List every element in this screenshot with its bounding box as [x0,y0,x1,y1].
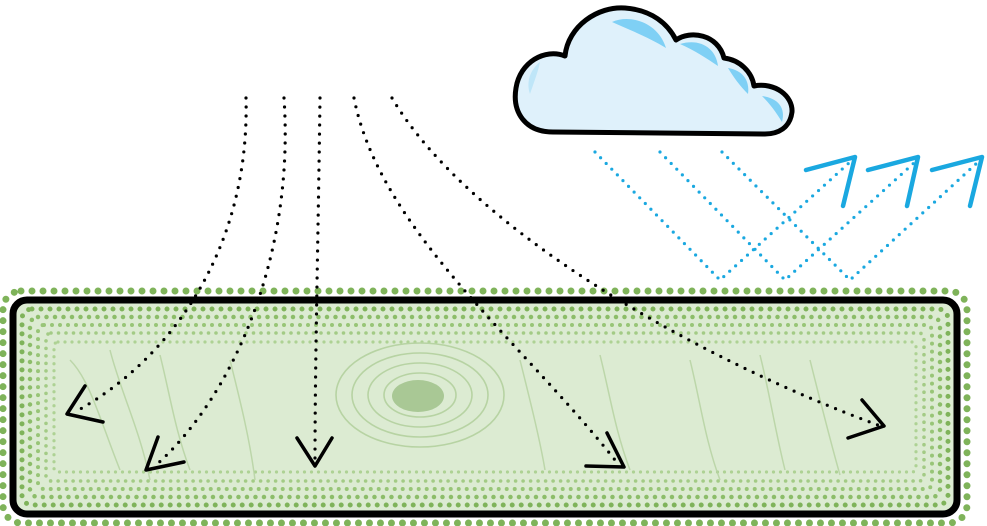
reflected-ray [658,150,917,283]
dotted-arrow-icon [65,384,105,424]
ground-outer-dots [0,287,971,526]
dotted-arrow-icon [144,435,186,472]
cloud-body [512,5,795,137]
cloud-icon [512,5,795,137]
reflected-arrowheads [803,154,985,209]
cloud-highlight [762,96,784,122]
incoming-ray [313,96,322,466]
incoming-ray [73,96,248,414]
incoming-ray [352,96,617,462]
ground-texture [69,349,841,481]
dotted-arrow-icon [584,431,626,469]
cloud-highlight [728,68,749,94]
incoming-rays [73,96,880,468]
incoming-arrowheads [65,384,886,472]
ground-inner-dots [19,306,951,508]
reflected-arrow-icon [929,154,985,209]
cloud-highlight [680,42,718,66]
dotted-arrow-icon [295,436,334,468]
ground-outline [9,296,961,518]
cloud-highlight [612,19,666,48]
reflected-arrow-icon [865,154,921,209]
ground-pool [392,380,444,412]
ground-slab [0,287,971,526]
incoming-ray [153,96,287,468]
reflected-rays [593,150,980,283]
ground-ring-texture [335,342,505,448]
reflected-ray [720,150,980,283]
dotted-arrow-icon [846,398,886,440]
reflected-arrow-icon [803,154,858,209]
reflected-ray [593,150,852,283]
cloud-highlight [528,62,540,94]
